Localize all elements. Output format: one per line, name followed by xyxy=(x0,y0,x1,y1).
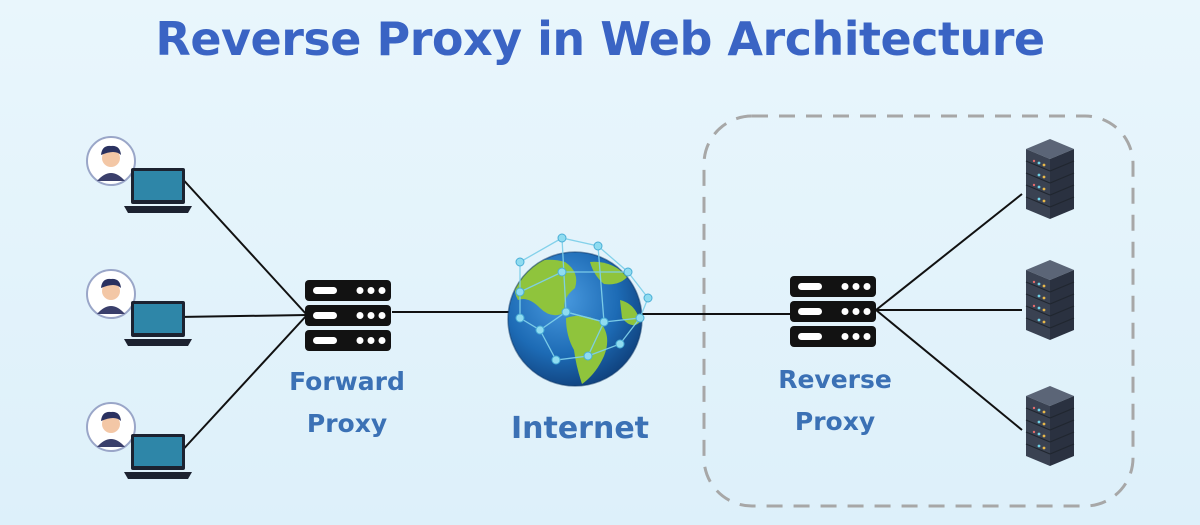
reverse-proxy-server-icon xyxy=(790,276,876,347)
reverse-proxy-label: Reverse Proxy xyxy=(750,359,920,443)
rack-server-icon xyxy=(1025,259,1075,341)
connector-client2-forward xyxy=(177,314,308,318)
forward-proxy-label-line2: Proxy xyxy=(306,409,388,438)
diagram-title: Reverse Proxy in Web Architecture xyxy=(155,12,1045,66)
reverse-proxy-label-line1: Reverse xyxy=(778,365,892,394)
connector-reverse-server1 xyxy=(875,193,1023,311)
forward-proxy-server-icon xyxy=(305,280,391,351)
connector-client3-forward xyxy=(177,314,308,456)
rack-server-icon xyxy=(1025,138,1075,220)
network-globe-icon xyxy=(507,233,653,387)
connector-client1-forward xyxy=(177,173,308,316)
forward-proxy-label: Forward Proxy xyxy=(262,361,432,445)
reverse-proxy-label-line2: Proxy xyxy=(794,407,876,436)
user-laptop-icon xyxy=(86,402,193,480)
user-laptop-icon xyxy=(86,136,193,214)
user-laptop-icon xyxy=(86,269,193,347)
internet-label: Internet xyxy=(510,411,650,446)
forward-proxy-label-line1: Forward xyxy=(289,367,405,396)
rack-server-icon xyxy=(1025,385,1075,467)
reverse-proxy-boundary xyxy=(702,114,1135,508)
connector-reverse-server3 xyxy=(875,309,1023,431)
